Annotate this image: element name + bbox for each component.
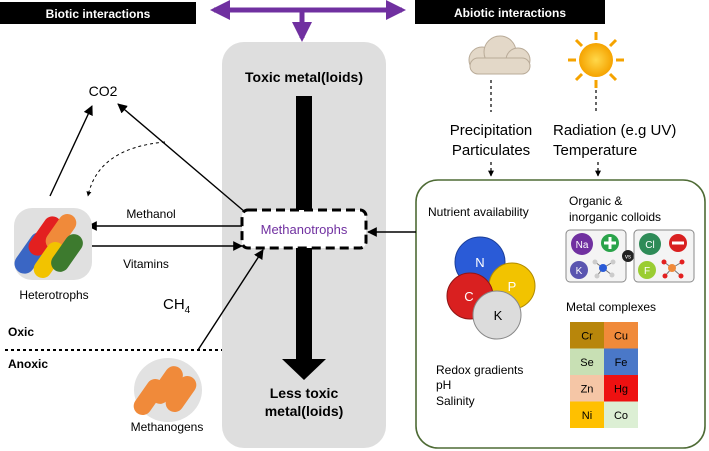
positive-ions-panel: Na K bbox=[565, 229, 627, 283]
metal-cell-zn bbox=[570, 375, 604, 402]
methanogens-icon bbox=[133, 358, 202, 422]
heterotrophs-icon bbox=[14, 208, 92, 280]
colloids-label-2: inorganic colloids bbox=[569, 210, 661, 224]
sun-icon bbox=[568, 32, 624, 88]
less-toxic-label-1: Less toxic bbox=[270, 385, 339, 401]
abiotic-header bbox=[415, 0, 605, 24]
particulates-label: Particulates bbox=[452, 142, 530, 159]
chloride-ion-circle bbox=[639, 233, 661, 255]
vs-label: vs bbox=[625, 255, 631, 261]
co2-label: CO2 bbox=[89, 83, 118, 99]
cloud-icon bbox=[468, 35, 531, 75]
nutrient-cluster: N P C K bbox=[446, 236, 536, 340]
metal-cell-hg bbox=[604, 375, 638, 402]
negative-ions-panel: Cl F bbox=[633, 229, 695, 283]
nutrient-k-circle bbox=[472, 290, 522, 340]
sodium-label: Na bbox=[576, 240, 589, 251]
heterotrophs-label: Heterotrophs bbox=[19, 288, 88, 302]
potassium-ion-circle bbox=[570, 261, 588, 279]
metal-cell-cu bbox=[604, 322, 638, 349]
center-arrow-head bbox=[282, 359, 326, 380]
nutrient-c-label: C bbox=[464, 289, 473, 304]
chloride-label: Cl bbox=[645, 240, 654, 251]
metal-label-cr: Cr bbox=[581, 330, 593, 342]
salinity-label: Salinity bbox=[436, 394, 475, 408]
abiotic-header-label: Abiotic interactions bbox=[454, 6, 566, 20]
methanotrophs-to-co2-arrow bbox=[117, 103, 246, 213]
metal-cell-cr bbox=[570, 322, 604, 349]
oxic-label: Oxic bbox=[8, 325, 34, 339]
potassium-label: K bbox=[576, 266, 583, 277]
metal-label-co: Co bbox=[614, 410, 628, 422]
anoxic-label: Anoxic bbox=[8, 357, 48, 371]
colloids-label-1: Organic & bbox=[569, 194, 622, 208]
metal-label-se: Se bbox=[580, 357, 593, 369]
metal-label-ni: Ni bbox=[582, 410, 592, 422]
ch4-label: CH4 bbox=[163, 296, 191, 316]
methanogens-label: Methanogens bbox=[131, 420, 204, 434]
ph-label: pH bbox=[436, 378, 451, 392]
redox-label: Redox gradients bbox=[436, 363, 523, 377]
metal-complexes-label: Metal complexes bbox=[566, 300, 656, 314]
sodium-ion-circle bbox=[571, 233, 593, 255]
temperature-label: Temperature bbox=[553, 142, 637, 159]
methanol-label: Methanol bbox=[126, 207, 175, 221]
less-toxic-label-2: metal(loids) bbox=[265, 403, 344, 419]
dotted-curve-arrow bbox=[86, 141, 166, 197]
metal-cell-ni bbox=[570, 401, 604, 428]
fluoride-ion-circle bbox=[638, 261, 656, 279]
nutrient-n-label: N bbox=[475, 255, 484, 270]
methanotrophs-box bbox=[240, 208, 368, 250]
vs-badge bbox=[622, 250, 634, 262]
vitamins-label: Vitamins bbox=[123, 257, 169, 271]
metal-label-hg: Hg bbox=[614, 383, 628, 395]
nutrient-k-label: K bbox=[494, 308, 503, 323]
metal-label-zn: Zn bbox=[581, 383, 594, 395]
precipitation-label: Precipitation bbox=[450, 122, 533, 139]
methanotrophs-label: Methanotrophs bbox=[261, 222, 348, 237]
fluoride-label: F bbox=[644, 266, 650, 277]
biotic-header bbox=[0, 2, 196, 24]
nutrient-p-label: P bbox=[508, 279, 517, 294]
metal-label-cu: Cu bbox=[614, 330, 628, 342]
toxic-label: Toxic metal(loids) bbox=[245, 69, 363, 85]
biotic-header-label: Biotic interactions bbox=[46, 7, 151, 21]
metal-cell-co bbox=[604, 401, 638, 428]
radiation-label: Radiation (e.g UV) bbox=[553, 122, 676, 139]
metal-cell-fe bbox=[604, 348, 638, 375]
metal-label-fe: Fe bbox=[615, 357, 628, 369]
ch4-arrow bbox=[197, 249, 264, 351]
metal-cell-se bbox=[570, 348, 604, 375]
nutrient-availability-label: Nutrient availability bbox=[428, 205, 529, 219]
purple-connector bbox=[210, 0, 406, 42]
heterotrophs-to-co2-arrow bbox=[49, 105, 93, 197]
